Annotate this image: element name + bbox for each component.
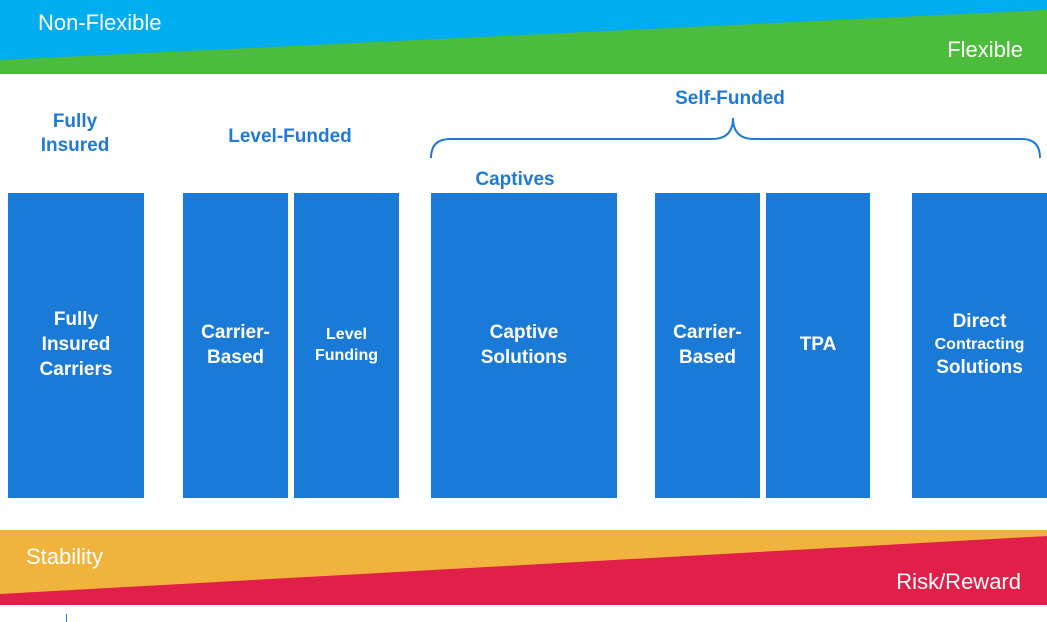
self-funded-heading: Self-Funded: [675, 88, 785, 109]
self-funded-brace: [430, 117, 1041, 159]
box-line: Based: [678, 346, 737, 368]
box-line: Carrier-: [201, 321, 270, 343]
level-funding-box: Level Funding: [294, 193, 399, 498]
box-line: Level: [326, 325, 367, 343]
stability-segment: [0, 530, 1047, 594]
direct-contracting-solutions-box: Direct Contracting Solutions: [912, 193, 1047, 498]
box-line: Carrier-: [673, 321, 742, 343]
box-line: Captive: [489, 321, 559, 343]
fully-insured-carriers-box: Fully Insured Carriers: [8, 193, 144, 498]
stability-label: Stability: [26, 544, 104, 569]
flexibility-band: Non-Flexible Flexible: [0, 0, 1047, 74]
non-flexible-label: Non-Flexible: [38, 10, 162, 35]
captive-solutions-box: Captive Solutions: [431, 193, 617, 498]
tpa-box: TPA: [766, 193, 870, 498]
box-line: Contracting: [934, 336, 1025, 354]
risk-reward-label: Risk/Reward: [896, 569, 1021, 594]
risk-band: Stability Risk/Reward: [0, 530, 1047, 605]
fully-insured-heading-line-2: Insured: [40, 134, 110, 156]
fully-insured-heading: Fully Insured: [20, 110, 130, 158]
risk-band-graphic: [0, 530, 1047, 605]
box-line: Solutions: [480, 346, 568, 368]
flexible-label: Flexible: [947, 37, 1023, 62]
box-line: Direct: [952, 311, 1007, 333]
box-line: Insured: [41, 334, 111, 356]
box-line: Funding: [314, 346, 379, 364]
box-line: Solutions: [936, 356, 1023, 378]
non-flexible-segment: [0, 0, 1047, 60]
box-line: Based: [206, 346, 265, 368]
box-line: Fully: [53, 309, 99, 331]
fully-insured-heading-line-1: Fully: [52, 111, 98, 132]
self-funded-carrier-based-box: Carrier- Based: [655, 193, 760, 498]
captives-heading: Captives: [475, 169, 555, 190]
box-line: TPA: [799, 334, 837, 356]
divider-tick: [66, 614, 67, 622]
box-line: Carriers: [39, 358, 113, 380]
level-funded-carrier-based-box: Carrier- Based: [183, 193, 288, 498]
flexibility-band-graphic: [0, 0, 1047, 74]
level-funded-heading: Level-Funded: [228, 126, 352, 147]
